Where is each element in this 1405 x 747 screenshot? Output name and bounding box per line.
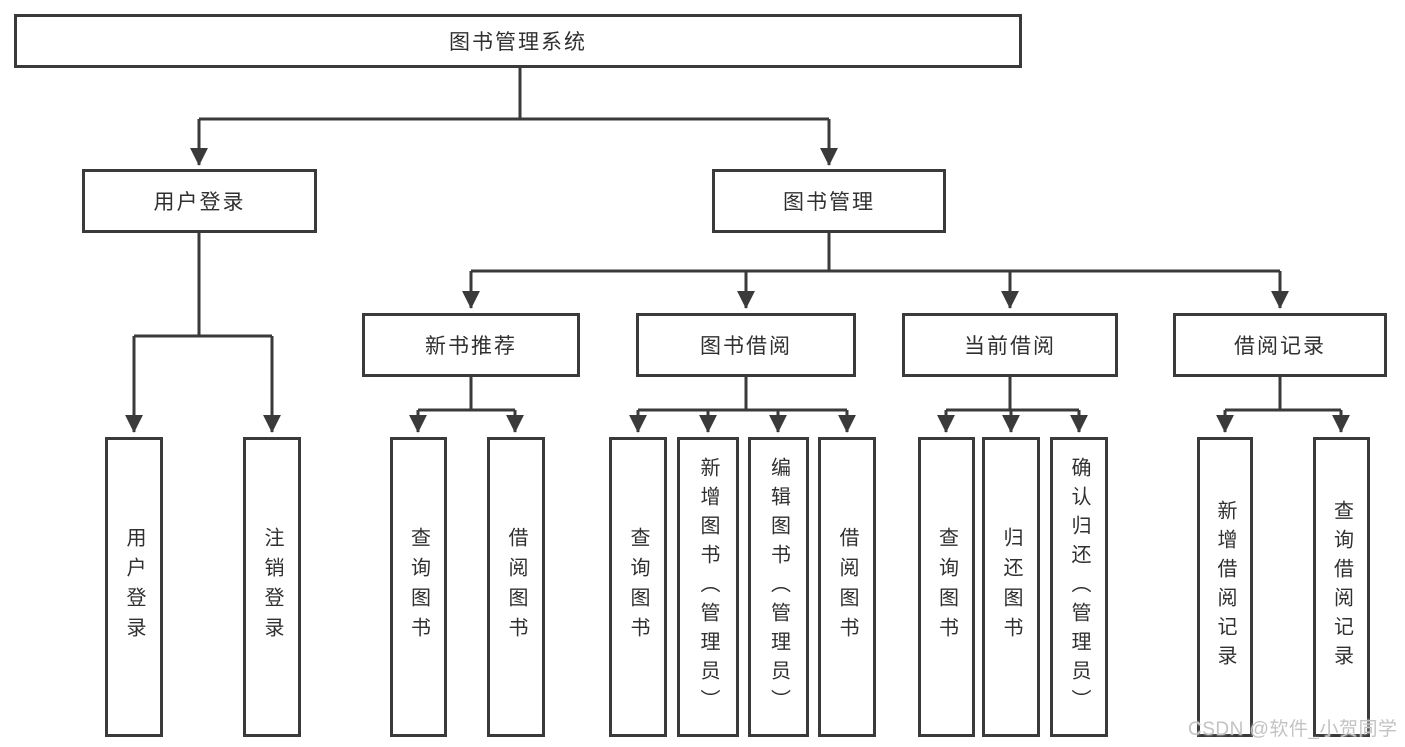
- node-leaf-query-books-current: 查询图书: [918, 437, 975, 737]
- node-leaf-query-books-borrow: 查询图书: [609, 437, 667, 737]
- node-user-login-group-label: 用户登录: [153, 191, 246, 214]
- node-root-system: 图书管理系统: [14, 14, 1022, 68]
- node-user-login-group: 用户登录: [82, 169, 317, 233]
- node-leaf-confirm-return-admin-label: 确认归还（管理员）: [1068, 456, 1090, 718]
- node-leaf-query-books-borrow-label: 查询图书: [627, 527, 649, 647]
- node-leaf-query-books-recommend: 查询图书: [390, 437, 447, 737]
- node-leaf-logout: 注销登录: [243, 437, 301, 737]
- node-leaf-edit-books-admin-label: 编辑图书（管理员）: [767, 456, 790, 718]
- node-current-borrow: 当前借阅: [902, 313, 1118, 377]
- node-borrow-records: 借阅记录: [1173, 313, 1387, 377]
- node-leaf-add-books-admin: 新增图书（管理员）: [677, 437, 739, 737]
- node-current-borrow-label: 当前借阅: [964, 335, 1056, 358]
- node-leaf-add-borrow-record: 新增借阅记录: [1197, 437, 1253, 737]
- node-leaf-edit-books-admin: 编辑图书（管理员）: [748, 437, 809, 737]
- csdn-watermark: CSDN @软件_小贺同学: [1188, 719, 1398, 740]
- node-leaf-user-login-label: 用户登录: [123, 527, 145, 647]
- node-book-management-label: 图书管理: [783, 191, 875, 214]
- node-leaf-query-books-recommend-label: 查询图书: [407, 527, 430, 647]
- node-leaf-query-books-current-label: 查询图书: [935, 527, 958, 647]
- node-book-management: 图书管理: [712, 169, 946, 233]
- branch-trunks: [134, 68, 1341, 412]
- node-book-borrow-label: 图书借阅: [700, 335, 792, 358]
- node-leaf-query-borrow-record-label: 查询借阅记录: [1330, 500, 1353, 674]
- node-root-label: 图书管理系统: [449, 31, 587, 54]
- node-leaf-borrow-books-recommend: 借阅图书: [487, 437, 545, 737]
- node-book-borrow: 图书借阅: [636, 313, 856, 377]
- node-new-book-recommend: 新书推荐: [362, 313, 580, 377]
- node-leaf-logout-label: 注销登录: [261, 527, 283, 647]
- node-leaf-add-borrow-record-label: 新增借阅记录: [1214, 500, 1236, 674]
- node-leaf-user-login: 用户登录: [105, 437, 163, 737]
- node-new-book-recommend-label: 新书推荐: [425, 335, 517, 358]
- node-leaf-borrow-books-label: 借阅图书: [836, 527, 858, 647]
- node-leaf-return-books-label: 归还图书: [1000, 527, 1022, 647]
- node-leaf-query-borrow-record: 查询借阅记录: [1313, 437, 1370, 737]
- node-leaf-borrow-books-recommend-label: 借阅图书: [505, 527, 527, 647]
- node-leaf-confirm-return-admin: 确认归还（管理员）: [1050, 437, 1108, 737]
- node-borrow-records-label: 借阅记录: [1234, 335, 1326, 358]
- node-leaf-add-books-admin-label: 新增图书（管理员）: [697, 456, 719, 718]
- node-leaf-borrow-books: 借阅图书: [818, 437, 876, 737]
- node-leaf-return-books: 归还图书: [982, 437, 1040, 737]
